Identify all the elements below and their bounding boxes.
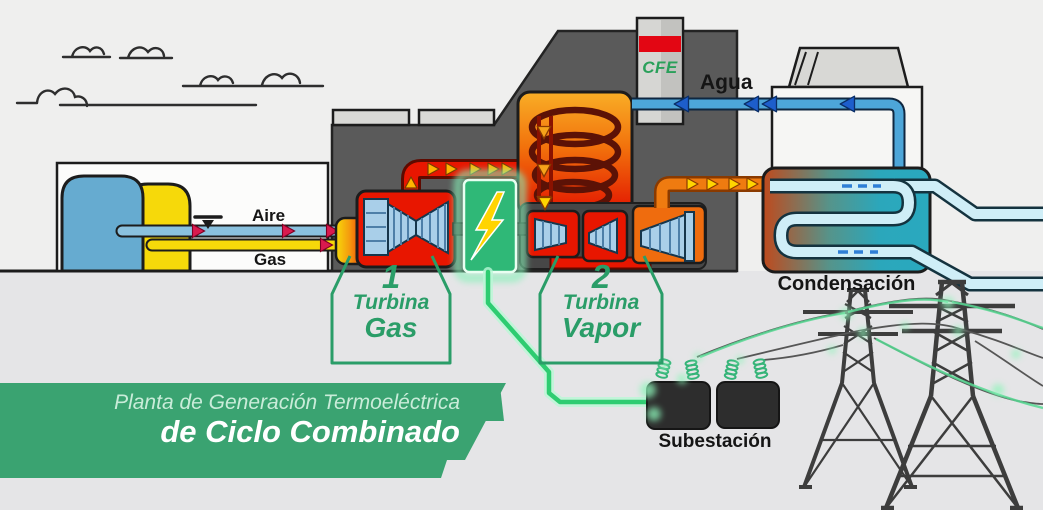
tag-name: Vapor <box>561 312 641 344</box>
fuel-tanks <box>55 161 330 273</box>
label-condensation: Condensación <box>777 273 916 295</box>
tag-turbine-steam-text: 2 Turbina Vapor <box>540 258 662 344</box>
steam-pipe <box>654 176 775 208</box>
tag-type: Turbina <box>562 291 640 315</box>
tag-turbine-gas <box>330 255 452 365</box>
banner-title: Planta de Generación Termoeléctrica de C… <box>0 391 460 450</box>
tag-name: Gas <box>364 312 418 344</box>
water-pipe <box>632 95 906 176</box>
label-gas: Gas <box>254 250 287 269</box>
boiler-hrsg <box>516 90 638 216</box>
tower-1 <box>799 288 917 489</box>
chimney-logo: CFE <box>642 58 678 77</box>
tank-blue <box>60 174 145 273</box>
label-aire: Aire <box>252 206 286 225</box>
chimney-band <box>639 36 681 52</box>
energized-wires <box>699 298 1043 410</box>
lightning-bolt-icon <box>470 191 506 261</box>
clouds <box>15 45 325 108</box>
tag-type: Turbina <box>352 291 430 315</box>
steam-downpipes <box>537 116 553 206</box>
tag-turbine-gas-text: 1 Turbina Gas <box>332 258 450 344</box>
banner-line1: Planta de Generación Termoeléctrica <box>114 391 460 414</box>
steam-turbine <box>514 196 707 270</box>
banner <box>0 383 506 478</box>
transformer-box <box>716 381 780 429</box>
generator <box>453 169 527 283</box>
tower-2 <box>881 279 1023 510</box>
condenser-coil <box>770 178 1043 292</box>
condenser <box>761 166 1043 292</box>
tag-outlines <box>330 255 664 365</box>
tag-number: 1 <box>381 258 401 295</box>
power-line-generator <box>483 267 651 407</box>
transformer-box <box>646 381 711 430</box>
exhaust-pipe <box>401 159 519 197</box>
tag-number: 2 <box>591 258 611 295</box>
gas-turbine <box>355 189 467 269</box>
banner-line2: de Ciclo Combinado <box>160 414 460 450</box>
valve <box>193 215 223 229</box>
transmission-towers <box>799 279 1023 510</box>
label-agua: Agua <box>700 71 753 94</box>
roof-vents <box>331 108 496 127</box>
energy-glows <box>640 297 1021 421</box>
tag-turbine-steam <box>538 255 664 365</box>
label-substation: Subestación <box>658 431 772 452</box>
